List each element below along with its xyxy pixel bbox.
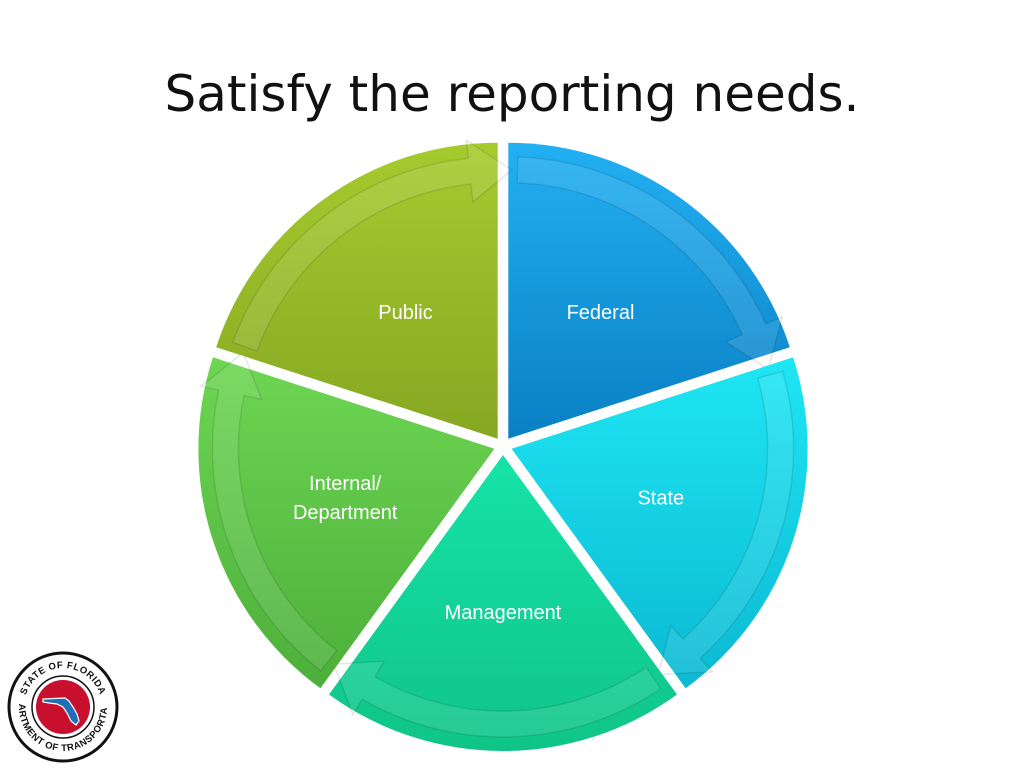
cycle-segment-label: Internal/Department — [293, 473, 398, 524]
fdot-seal-logo: STATE OF FLORIDA DEPARTMENT OF TRANSPORT… — [7, 651, 119, 763]
cycle-arrow-band — [516, 156, 784, 371]
cycle-segment-2: Management — [329, 455, 677, 752]
cycle-segment-label: Management — [445, 602, 562, 624]
cycle-segment-1: State — [511, 357, 808, 689]
cycle-wedge — [511, 357, 808, 689]
cycle-segment-label: Federal — [567, 302, 635, 324]
label-line: Internal/ — [309, 473, 382, 495]
cycle-wedge — [329, 455, 677, 752]
slide-title: Satisfy the reporting needs. — [164, 65, 860, 123]
label-line: Federal — [567, 302, 635, 324]
cycle-wedge — [216, 142, 498, 439]
label-line: Public — [378, 302, 432, 324]
cycle-segment-0: Federal — [508, 142, 790, 439]
cycle-segment-label: State — [637, 487, 684, 509]
cycle-arrow-band — [657, 370, 795, 676]
cycle-wedge — [198, 357, 495, 689]
label-line: Management — [445, 602, 562, 624]
cycle-segment-3: Internal/Department — [198, 351, 495, 689]
cycle-wedge — [508, 142, 790, 439]
label-line: Department — [293, 502, 398, 524]
cycle-arrow-band — [199, 351, 338, 673]
cycle-segment-4: Public — [216, 138, 514, 439]
florida-shape-icon — [42, 697, 80, 726]
cycle-arrow-band — [332, 660, 662, 738]
cycle-segment-label: Public — [378, 302, 432, 324]
cycle-arrow-band — [231, 138, 514, 353]
label-line: State — [637, 487, 684, 509]
